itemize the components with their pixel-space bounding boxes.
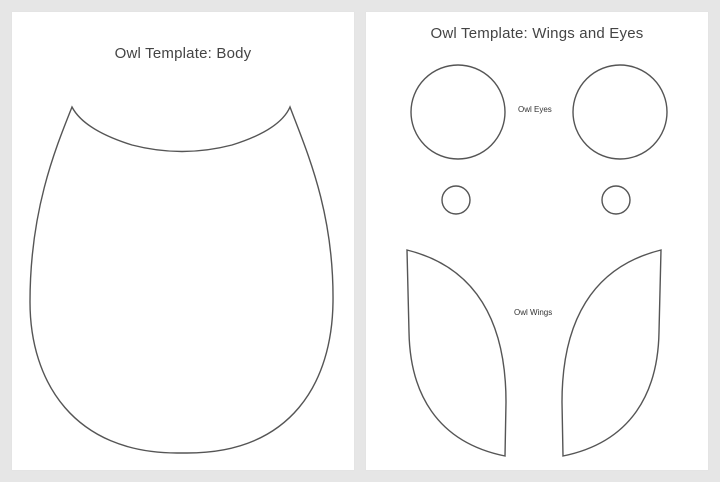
owl-eye-left (410, 64, 506, 160)
eyes-label: Owl Eyes (518, 105, 552, 114)
owl-eye-right (572, 64, 668, 160)
body-template-page: Owl Template: Body (12, 12, 354, 470)
owl-body-shape (29, 105, 334, 454)
body-template-title: Owl Template: Body (114, 45, 252, 62)
owl-wing-left (406, 249, 507, 457)
owl-pupil-left (441, 185, 471, 215)
wings-eyes-template-title: Owl Template: Wings and Eyes (430, 25, 644, 42)
owl-pupil-right (601, 185, 631, 215)
wings-eyes-template-page: Owl Template: Wings and Eyes Owl Eyes Ow… (366, 12, 708, 470)
owl-body-outline (29, 105, 334, 454)
wings-label: Owl Wings (514, 308, 553, 317)
owl-wing-right (561, 249, 662, 457)
wings-eyes-shapes (406, 64, 668, 457)
